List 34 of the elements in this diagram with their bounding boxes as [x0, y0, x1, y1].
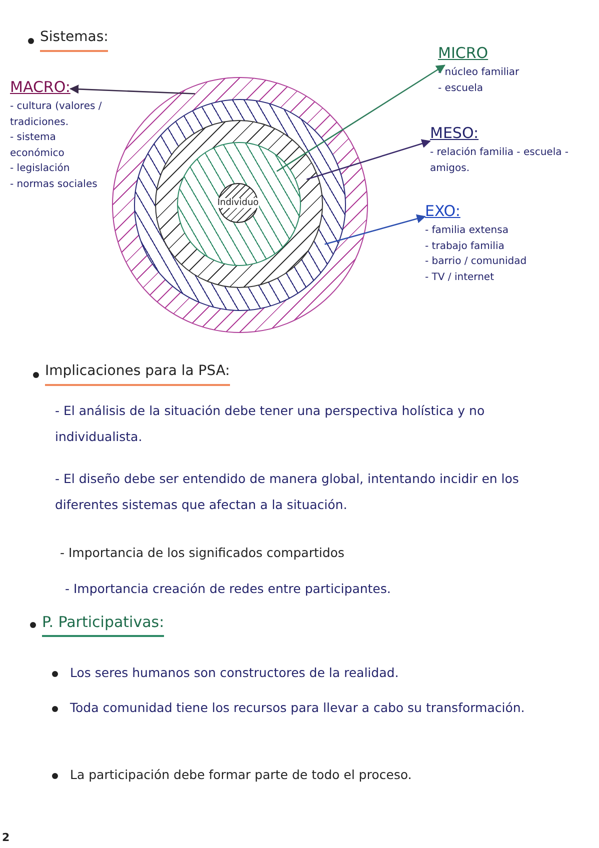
- section-heading: Sistemas:: [40, 28, 108, 52]
- list-item: - barrio / comunidad: [425, 255, 528, 270]
- section-heading: Implicaciones para la PSA:: [45, 362, 230, 386]
- system-heading: MACRO:: [10, 77, 70, 98]
- note-text: Toda comunidad tiene los recursos para llevar a cabo su transformación.: [70, 699, 526, 717]
- system-heading: MESO:: [430, 123, 479, 144]
- list-item: - normas sociales: [10, 178, 98, 192]
- leader-arrow: [276, 64, 446, 172]
- ring: [155, 120, 323, 288]
- section-heading: P. Participativas:: [42, 612, 164, 637]
- center-label: Individuo: [217, 198, 259, 208]
- list-item: - trabajo familia: [425, 240, 506, 254]
- ring: [176, 142, 300, 266]
- note-text: - Importancia de los significados compartidos: [60, 544, 346, 562]
- list-item: - sistema económico: [10, 131, 66, 161]
- note-text: - Importancia creación de redes entre participantes.: [65, 580, 392, 598]
- list-item: - escuela: [438, 82, 484, 96]
- list-item: - legislación: [10, 162, 71, 176]
- list-item: - cultura (valores / tradiciones.: [10, 100, 103, 130]
- note-text: Los seres humanos son constructores de la realidad.: [70, 664, 400, 682]
- system-heading: MICRO: [438, 43, 488, 64]
- list-item: - familia extensa: [425, 224, 510, 238]
- system-heading: EXO:: [425, 201, 460, 222]
- page-number: 2: [2, 830, 10, 846]
- note-text: - El análisis de la situación debe tener una perspectiva holística y no individualista.: [55, 402, 486, 446]
- leader-arrow: [70, 84, 196, 94]
- note-text: - El diseño debe ser entendido de manera global, intentando incidir en los diferentes sistemas que afectan a la situación.: [55, 470, 520, 514]
- leader-arrow: [306, 139, 431, 180]
- list-item: - TV / internet: [425, 270, 495, 285]
- leader-arrow: [324, 214, 426, 245]
- ring: [134, 98, 346, 310]
- note-text: La participación debe formar parte de todo el proceso.: [70, 766, 413, 784]
- list-item: - relación familia - escuela - amigos.: [430, 146, 570, 176]
- center-circle: [218, 183, 258, 223]
